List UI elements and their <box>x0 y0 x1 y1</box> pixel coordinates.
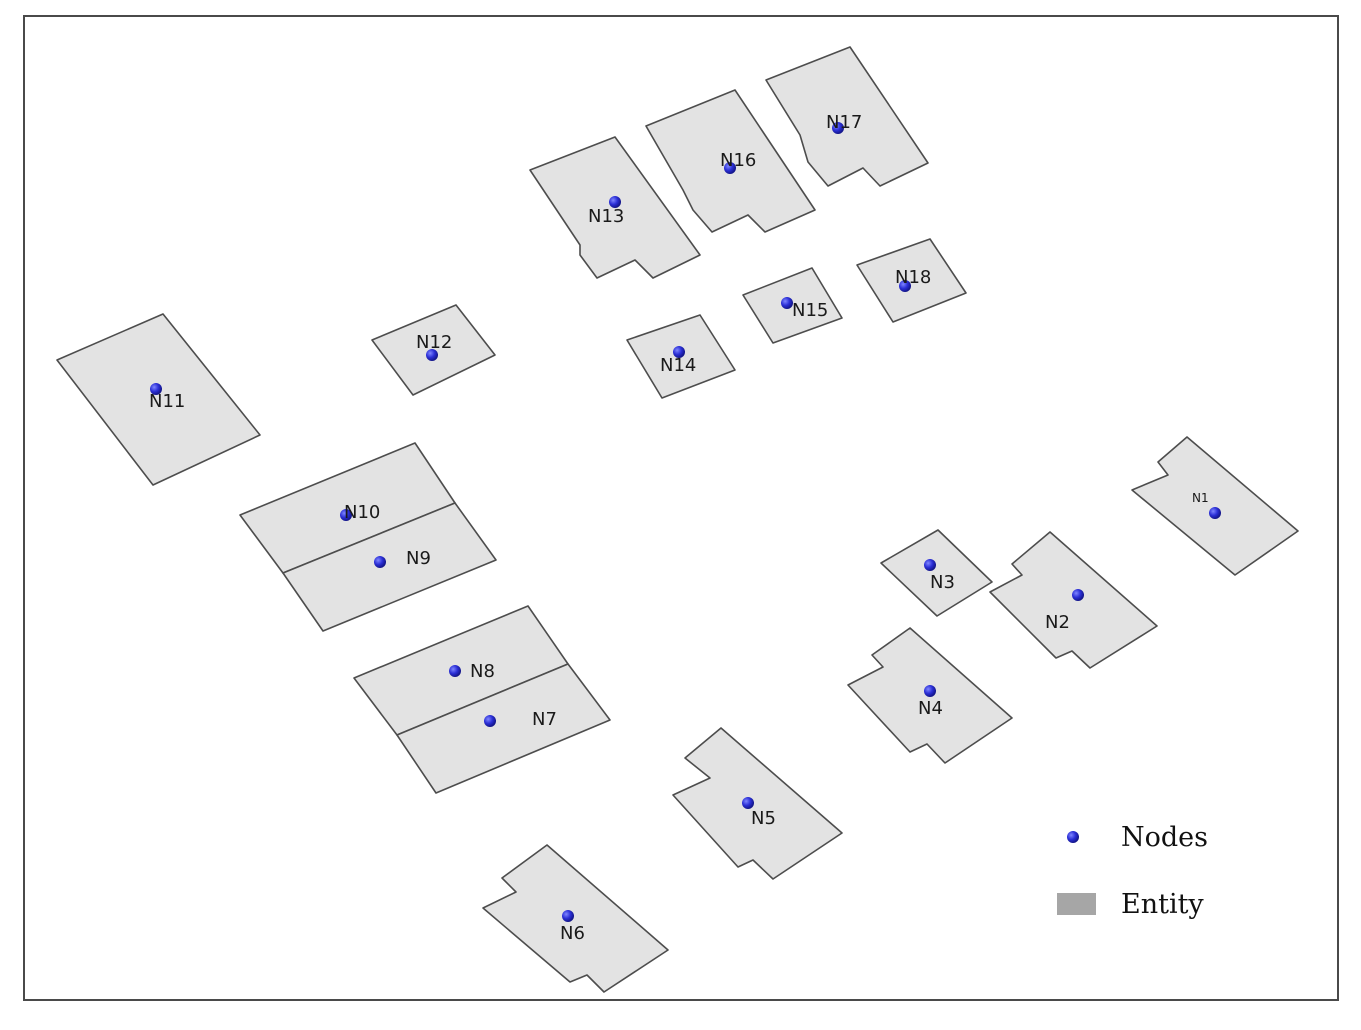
node-n6-dot[interactable] <box>562 910 574 922</box>
entity-n1[interactable] <box>1131 436 1299 576</box>
node-n3-dot[interactable] <box>924 559 936 571</box>
node-n8-dot[interactable] <box>449 665 461 677</box>
node-n12-label: N12 <box>416 332 452 353</box>
node-n4-label: N4 <box>918 698 943 719</box>
node-n3-label: N3 <box>930 572 955 593</box>
node-n16-label: N16 <box>720 150 756 171</box>
node-n1-label: N1 <box>1192 491 1209 505</box>
node-n2-dot[interactable] <box>1072 589 1084 601</box>
node-n5-dot[interactable] <box>742 797 754 809</box>
node-n2-label: N2 <box>1045 612 1070 633</box>
node-n15-dot[interactable] <box>781 297 793 309</box>
node-n17-label: N17 <box>826 112 862 133</box>
node-n1-dot[interactable] <box>1209 507 1221 519</box>
node-n15-label: N15 <box>792 300 828 321</box>
entity-n6[interactable] <box>482 844 669 993</box>
node-n10-dot[interactable] <box>340 509 352 521</box>
node-n4-dot[interactable] <box>924 685 936 697</box>
entity-n17[interactable] <box>765 46 929 187</box>
entity-n11[interactable] <box>56 313 261 486</box>
entity-n18[interactable] <box>856 238 967 323</box>
entity-n16[interactable] <box>645 89 816 233</box>
node-n5-label: N5 <box>751 808 776 829</box>
node-n7-dot[interactable] <box>484 715 496 727</box>
node-n12-dot[interactable] <box>426 349 438 361</box>
node-n7-label: N7 <box>532 709 557 730</box>
node-n14-dot[interactable] <box>673 346 685 358</box>
entity-n15[interactable] <box>742 267 843 344</box>
node-n18-label: N18 <box>895 267 931 288</box>
node-n13-label: N13 <box>588 206 624 227</box>
node-n10-label: N10 <box>344 502 380 523</box>
entity-n2[interactable] <box>989 531 1158 669</box>
node-n9-dot[interactable] <box>374 556 386 568</box>
legend-entity-label: Entity <box>1121 889 1204 920</box>
legend-nodes-label: Nodes <box>1121 822 1208 853</box>
node-n16-dot[interactable] <box>724 162 736 174</box>
node-n11-dot[interactable] <box>150 383 162 395</box>
node-n6-label: N6 <box>560 923 585 944</box>
node-layer: N1 N2 N3 N4 N5 N6 N7 N8 N9 N10 N11 N12 <box>149 112 1221 944</box>
legend: Nodes Entity <box>1057 822 1208 920</box>
entity-n5[interactable] <box>672 727 843 880</box>
entity-layer <box>56 46 1299 993</box>
legend-entity-swatch <box>1057 893 1096 915</box>
entity-n9[interactable] <box>282 502 497 632</box>
node-n17-dot[interactable] <box>832 122 844 134</box>
node-n14-label: N14 <box>660 355 696 376</box>
node-n11-label: N11 <box>149 391 185 412</box>
node-n8-label: N8 <box>470 661 495 682</box>
node-n9-label: N9 <box>406 548 431 569</box>
legend-node-marker <box>1067 831 1079 843</box>
node-n18-dot[interactable] <box>899 280 911 292</box>
entity-n7[interactable] <box>396 663 611 794</box>
entity-n3[interactable] <box>880 529 993 617</box>
node-n13-dot[interactable] <box>609 196 621 208</box>
